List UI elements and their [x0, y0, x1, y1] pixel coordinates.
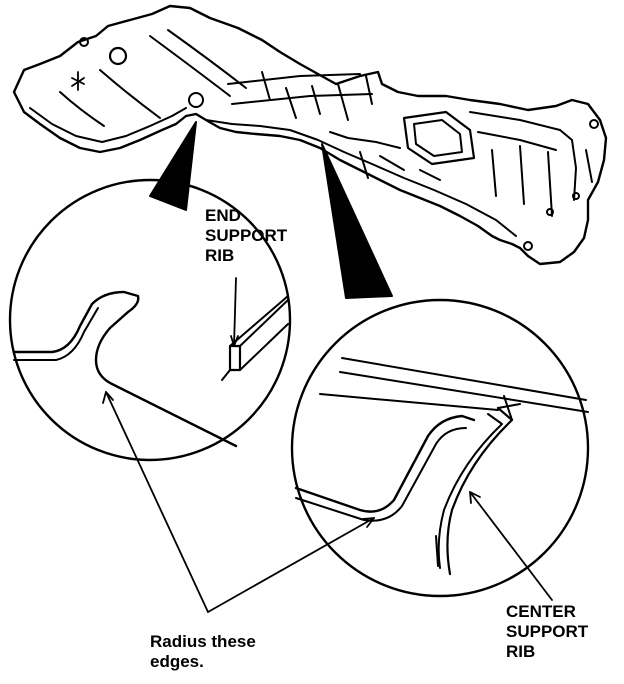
radius-leaders [102, 391, 375, 613]
end-rib-callout-wedge [149, 121, 197, 211]
center-label-line-1: CENTER [506, 602, 576, 621]
center-support-rib-label: CENTER SUPPORT RIB [506, 602, 588, 662]
undercover-panel [12, 4, 608, 266]
end-support-rib-label: END SUPPORT RIB [205, 206, 287, 266]
center-rib-callout-wedge [321, 143, 393, 299]
center-label-line-2: SUPPORT [506, 622, 589, 641]
center-rib-detail-circle [290, 298, 590, 601]
end-label-line-3: RIB [205, 246, 235, 265]
radius-note-line-1: Radius these [150, 632, 256, 651]
end-rib-detail-circle [8, 178, 292, 462]
radius-note-line-2: edges. [150, 652, 204, 671]
radius-edges-note: Radius these edges. [150, 632, 256, 672]
end-label-line-2: SUPPORT [205, 226, 288, 245]
callout-wedges [149, 121, 393, 299]
center-label-line-3: RIB [506, 642, 536, 661]
end-label-line-1: END [205, 206, 241, 225]
